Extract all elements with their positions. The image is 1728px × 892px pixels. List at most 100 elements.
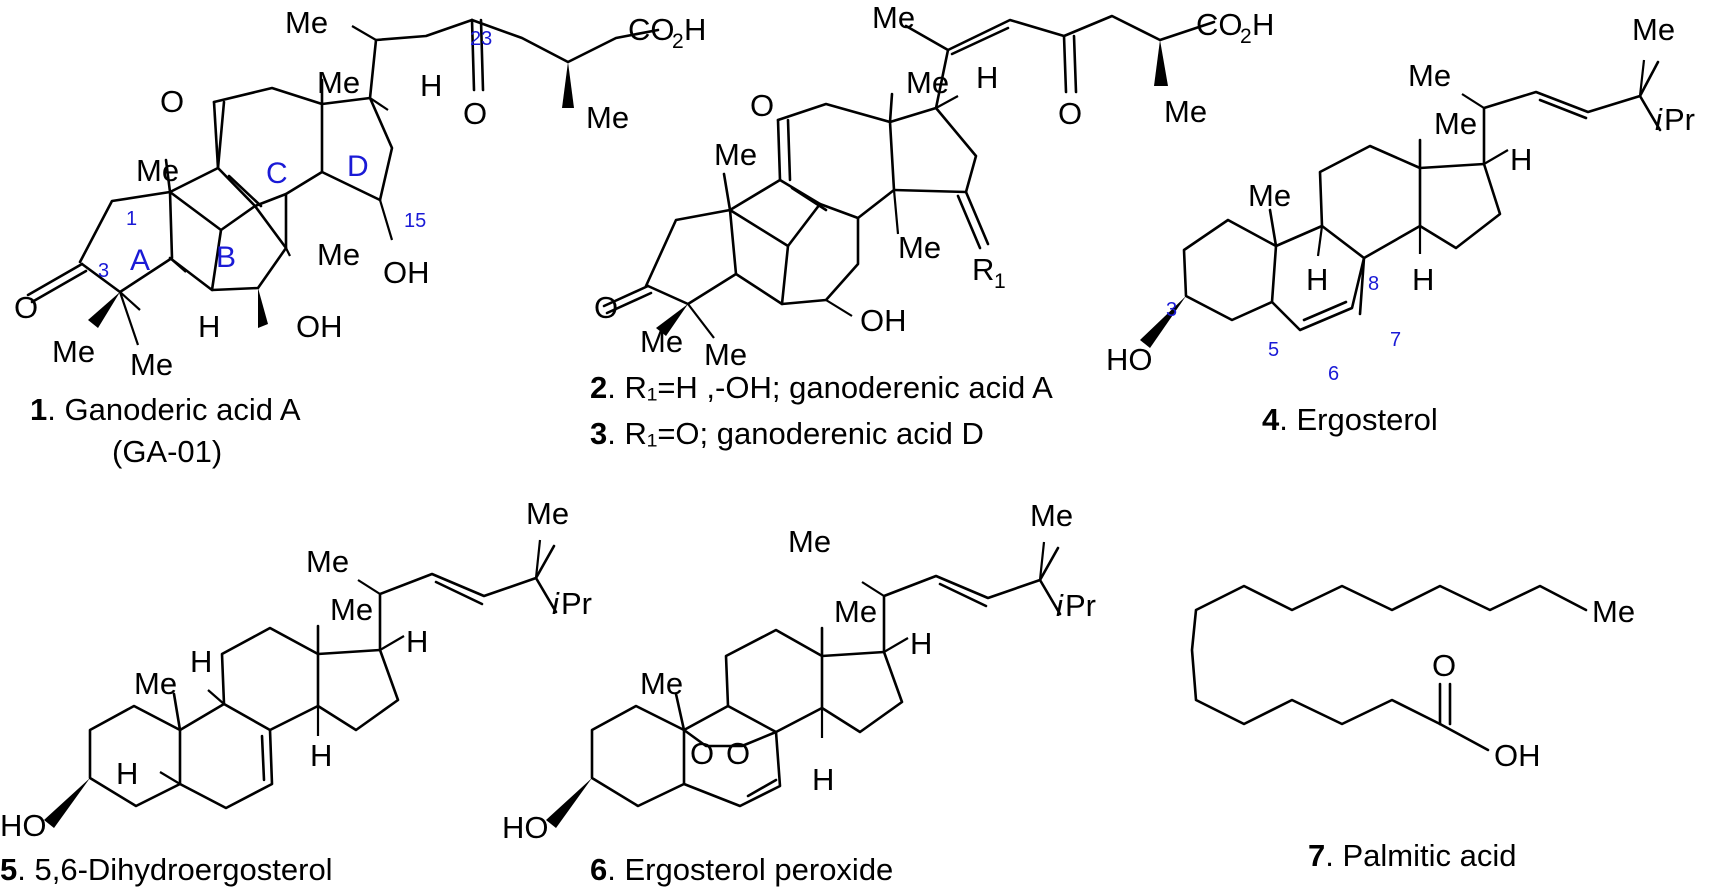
c4-ho-label: HO xyxy=(1106,342,1153,377)
c2-o-label: O xyxy=(1058,96,1082,131)
c2-oh-label: OH xyxy=(860,303,907,338)
compound-number: 2 xyxy=(590,370,607,405)
svg-text:3. R₁=O; ganoderenic acid D: 3. R₁=O; ganoderenic acid D xyxy=(590,416,984,451)
c6-me-label: Me xyxy=(788,524,831,559)
c1-locant-3: 3 xyxy=(98,260,109,282)
svg-text:5. 5,6-Dihydroergosterol: 5. 5,6-Dihydroergosterol xyxy=(0,852,333,887)
svg-text:1. Ganoderic acid A: 1. Ganoderic acid A xyxy=(30,392,301,427)
c2-me-label: Me xyxy=(704,337,747,372)
caption-3: 3. R₁=O; ganoderenic acid D xyxy=(590,416,984,451)
c1-me-label: Me xyxy=(317,237,360,272)
compound-name: Palmitic acid xyxy=(1342,838,1516,873)
c1-me-label: Me xyxy=(285,5,328,40)
svg-text:2. R₁=H ,-OH; ganoderenic acid: 2. R₁=H ,-OH; ganoderenic acid A xyxy=(590,370,1053,405)
c1-h-label: H xyxy=(420,68,442,103)
svg-text:H: H xyxy=(684,12,706,47)
c4-locant-7: 7 xyxy=(1390,329,1401,351)
c7-o-label: O xyxy=(1432,648,1456,683)
c1-ring-b: B xyxy=(216,241,236,274)
caption-4: 4. Ergosterol xyxy=(1262,402,1438,437)
c1-me-label: Me xyxy=(136,153,179,188)
compound-name: R₁=O; ganoderenic acid D xyxy=(624,416,983,451)
compound-7-structure: Me O OH xyxy=(1190,584,1635,773)
c2-me-label: Me xyxy=(872,0,915,35)
c7-me-label: Me xyxy=(1592,594,1635,629)
caption-6: 6. Ergosterol peroxide xyxy=(590,852,893,887)
compound-alias: (GA-01) xyxy=(112,434,222,469)
svg-text:4. Ergosterol: 4. Ergosterol xyxy=(1262,402,1438,437)
c5-me-label: Me xyxy=(134,666,177,701)
compound-name: R₁=H ,-OH; ganoderenic acid A xyxy=(624,370,1053,405)
c2-me-label: Me xyxy=(1164,94,1207,129)
compound-name: Ergosterol xyxy=(1296,402,1437,437)
c6-ho-label: HO xyxy=(502,810,549,845)
c1-co2h-label: CO 2 H xyxy=(628,12,706,53)
c1-locant-23: 23 xyxy=(470,28,492,50)
c1-oh-label: OH xyxy=(383,255,430,290)
compound-name: Ergosterol peroxide xyxy=(624,852,893,887)
c4-locant-3: 3 xyxy=(1166,299,1177,321)
c1-o-label: O xyxy=(463,96,487,131)
c6-h-label: H xyxy=(910,626,932,661)
c2-me-label: Me xyxy=(640,324,683,359)
c1-me-label: Me xyxy=(130,347,173,382)
caption-7: 7. Palmitic acid xyxy=(1308,838,1516,873)
c1-ring-d: D xyxy=(347,150,369,183)
svg-text:R: R xyxy=(972,252,994,287)
c5-h-label: H xyxy=(190,644,212,679)
c7-oh-label: OH xyxy=(1494,738,1541,773)
svg-text:2: 2 xyxy=(1240,25,1252,48)
c4-h-label: H xyxy=(1306,262,1328,297)
c5-h-label: H xyxy=(116,756,138,791)
svg-text:Pr: Pr xyxy=(561,586,592,621)
c1-me-label: Me xyxy=(586,100,629,135)
compound-5-structure: Me Me i Pr Me H H Me H H HO xyxy=(0,496,592,843)
c1-me-label: Me xyxy=(317,65,360,100)
c4-me-label: Me xyxy=(1248,178,1291,213)
c2-o-label: O xyxy=(750,88,774,123)
svg-text:CO: CO xyxy=(628,12,675,47)
svg-text:CO: CO xyxy=(1196,7,1243,42)
caption-1: 1. Ganoderic acid A (GA-01) xyxy=(30,392,301,469)
compound-number: 7 xyxy=(1308,838,1325,873)
c2-co2h-label: CO 2 H xyxy=(1196,7,1274,48)
compound-1-structure: Me O Me H O Me Me OH O OH H Me Me Me CO … xyxy=(14,5,706,382)
c5-me-label: Me xyxy=(306,544,349,579)
c6-o-label: O xyxy=(690,736,714,771)
compound-2-structure: Me O Me H O Me Me R 1 O OH Me Me Me CO 2… xyxy=(594,0,1274,372)
svg-text:Pr: Pr xyxy=(1065,588,1096,623)
compound-number: 5 xyxy=(0,852,17,887)
svg-text:H: H xyxy=(1252,7,1274,42)
c5-ho-label: HO xyxy=(0,808,47,843)
svg-text:i: i xyxy=(1056,588,1064,623)
c6-me-label: Me xyxy=(1030,498,1073,533)
c6-me-label: Me xyxy=(640,666,683,701)
compound-4-structure: Me Me i Pr Me H Me H H HO 3 5 6 7 8 xyxy=(1106,12,1695,385)
c4-ipr-label: i Pr xyxy=(1655,102,1695,137)
c1-h-label: H xyxy=(198,309,220,344)
svg-text:i: i xyxy=(1655,102,1663,137)
c2-me-label: Me xyxy=(714,137,757,172)
compound-name: 5,6-Dihydroergosterol xyxy=(34,852,332,887)
c5-h-label: H xyxy=(406,624,428,659)
c5-ipr-label: i Pr xyxy=(552,586,592,621)
c4-me-label: Me xyxy=(1408,58,1451,93)
compound-number: 4 xyxy=(1262,402,1280,437)
c6-me-label: Me xyxy=(834,594,877,629)
c1-me-label: Me xyxy=(52,334,95,369)
c1-ring-a: A xyxy=(130,244,150,277)
c4-me-label: Me xyxy=(1632,12,1675,47)
c1-oh-label: OH xyxy=(296,309,343,344)
c5-me-label: Me xyxy=(330,592,373,627)
c4-locant-8: 8 xyxy=(1368,273,1379,295)
svg-text:7. Palmitic acid: 7. Palmitic acid xyxy=(1308,838,1516,873)
c2-me-label: Me xyxy=(906,65,949,100)
svg-text:2: 2 xyxy=(672,30,684,53)
c4-h-label: H xyxy=(1412,262,1434,297)
c1-locant-15: 15 xyxy=(404,210,426,232)
svg-text:6. Ergosterol peroxide: 6. Ergosterol peroxide xyxy=(590,852,893,887)
c1-o-label: O xyxy=(160,84,184,119)
c6-h-label: H xyxy=(812,762,834,797)
c6-ipr-label: i Pr xyxy=(1056,588,1096,623)
c1-o-label: O xyxy=(14,290,38,325)
